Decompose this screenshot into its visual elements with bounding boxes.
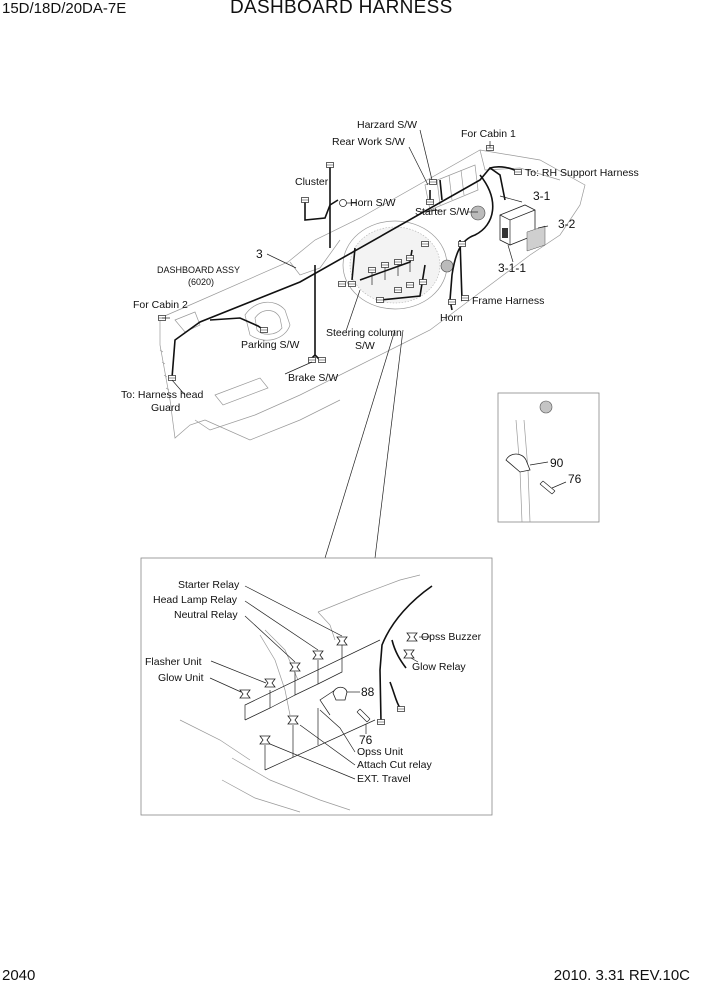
label-for-cabin-1: For Cabin 1 [461, 128, 516, 140]
label-for-cabin-2: For Cabin 2 [133, 299, 188, 311]
label-glow-unit: Glow Unit [158, 672, 204, 684]
label-steering-column-sw: S/W [355, 340, 375, 352]
page-title: DASHBOARD HARNESS [230, 0, 453, 18]
label-item-3-1-1: 3-1-1 [498, 261, 526, 275]
horn-switch-icon [339, 199, 347, 207]
label-rear-work-sw: Rear Work S/W [332, 136, 405, 148]
detail-clamp-box: 90 76 [497, 392, 600, 523]
label-horn-sw: Horn S/W [350, 197, 396, 209]
label-clamp-90: 90 [550, 456, 564, 470]
revision-date: 2010. 3.31 REV.10C [553, 967, 690, 984]
label-item-3: 3 [256, 247, 263, 261]
label-horn: Horn [440, 312, 463, 324]
label-clamp-88: 88 [361, 685, 375, 699]
label-opss-buzzer: Opss Buzzer [421, 631, 482, 643]
label-flasher-unit: Flasher Unit [145, 656, 202, 668]
label-parking-sw: Parking S/W [241, 339, 299, 351]
page-number: 2040 [2, 967, 36, 984]
clamp-90-icon [505, 453, 531, 473]
label-ext-travel: EXT. Travel [357, 773, 411, 785]
label-opss-unit: Opss Unit [357, 746, 403, 758]
label-brake-sw: Brake S/W [288, 372, 338, 384]
label-neutral-relay: Neutral Relay [174, 609, 238, 621]
label-starter-sw: Starter S/W [415, 206, 469, 218]
dashboard-assembly: Harzard S/W Rear Work S/W For Cabin 1 To… [121, 119, 639, 559]
label-harzard-sw: Harzard S/W [357, 119, 417, 131]
label-dashboard-assy-number: (6020) [188, 277, 214, 287]
label-steering-column: Steering column [326, 327, 402, 339]
label-bolt-76-detail: 76 [359, 733, 373, 747]
detail-relay-box: Starter Relay Head Lamp Relay Neutral Re… [140, 557, 493, 816]
label-to-rh-support-harness: To: RH Support Harness [525, 167, 639, 179]
label-item-3-2: 3-2 [558, 217, 576, 231]
label-glow-relay: Glow Relay [412, 661, 466, 673]
bolt-76-icon [539, 480, 556, 495]
bolt-76-detail-icon [356, 708, 371, 723]
label-starter-relay: Starter Relay [178, 579, 240, 591]
label-bolt-76: 76 [568, 472, 582, 486]
label-head-lamp-relay: Head Lamp Relay [153, 594, 238, 606]
label-item-3-1: 3-1 [533, 189, 551, 203]
label-frame-harness: Frame Harness [472, 295, 544, 307]
label-attach-cut-relay: Attach Cut relay [357, 759, 432, 771]
label-cluster: Cluster [295, 176, 329, 188]
model-number: 15D/18D/20DA-7E [2, 0, 127, 17]
label-dashboard-assy: DASHBOARD ASSY [157, 265, 240, 275]
label-guard: Guard [151, 402, 180, 414]
label-to-harness-head: To: Harness head [121, 389, 203, 401]
clamp-88-icon [332, 686, 348, 701]
